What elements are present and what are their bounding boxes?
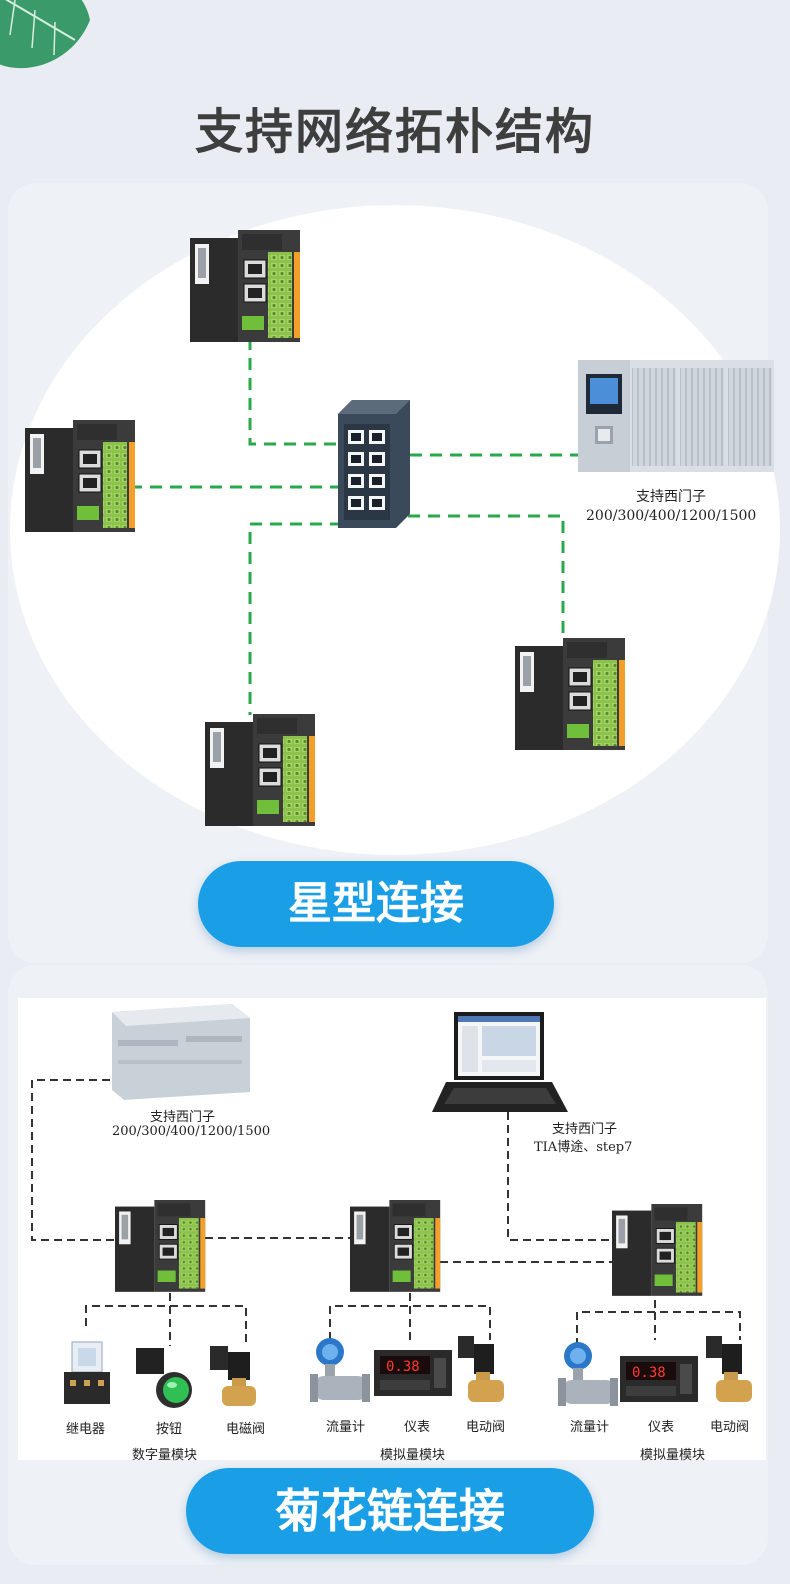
daisy-pc-label-line1: 支持西门子	[552, 1122, 618, 1137]
io-module-daisy-3	[611, 1203, 703, 1297]
daisy-links	[31, 1079, 741, 1346]
device-label: 仪表	[648, 1420, 675, 1435]
device-label: 电动阀	[710, 1420, 750, 1435]
star-plc-label-line1: 支持西门子	[636, 489, 706, 505]
io-module-bottom	[204, 713, 316, 827]
page-title: 支持网络拓朴结构	[194, 104, 595, 160]
flow-meter-icon	[310, 1338, 370, 1402]
star-links	[130, 338, 580, 715]
push-button-icon	[136, 1348, 192, 1408]
io-module-top	[189, 229, 301, 343]
ethernet-switch	[338, 400, 410, 528]
io-module-right	[514, 637, 626, 751]
device-label: 按钮	[156, 1422, 183, 1437]
siemens-plc-daisy	[112, 1004, 250, 1100]
daisy-pc-label-line2: TIA博途、step7	[534, 1140, 633, 1155]
device-label: 继电器	[66, 1422, 106, 1437]
meter-readout-1: 0.38	[386, 1359, 420, 1375]
module-group-label: 数字量模块	[132, 1448, 198, 1463]
device-label: 电磁阀	[226, 1422, 266, 1437]
star-plc-label-line2: 200/300/400/1200/1500	[586, 508, 757, 524]
star-connection-button[interactable]: 星型连接	[198, 861, 554, 947]
panel-meter-icon: 0.38	[374, 1350, 452, 1396]
io-module-daisy-2	[349, 1199, 441, 1293]
siemens-plc-star	[578, 360, 774, 472]
daisy-plc-label-line1: 支持西门子	[150, 1110, 216, 1125]
meter-readout-2: 0.38	[632, 1365, 666, 1381]
electric-valve-icon	[458, 1336, 504, 1402]
device-label: 仪表	[404, 1420, 431, 1435]
device-label: 流量计	[326, 1420, 366, 1435]
io-module-left	[24, 419, 136, 533]
module-group-label: 模拟量模块	[640, 1448, 706, 1463]
solenoid-valve-icon	[210, 1346, 256, 1406]
laptop	[432, 1012, 568, 1112]
relay-icon	[64, 1341, 110, 1404]
device-label: 电动阀	[466, 1420, 506, 1435]
module-group-label: 模拟量模块	[380, 1448, 446, 1463]
io-module-daisy-1	[114, 1199, 206, 1293]
flow-meter-icon	[558, 1342, 618, 1406]
leaf-decoration-icon	[0, 0, 90, 69]
panel-meter-icon: 0.38	[620, 1356, 698, 1402]
daisy-plc-label-line2: 200/300/400/1200/1500	[112, 1124, 271, 1139]
star-diagram-backdrop	[10, 205, 780, 855]
daisy-chain-connection-button[interactable]: 菊花链连接	[186, 1468, 594, 1554]
electric-valve-icon	[706, 1336, 752, 1402]
device-label: 流量计	[570, 1420, 610, 1435]
